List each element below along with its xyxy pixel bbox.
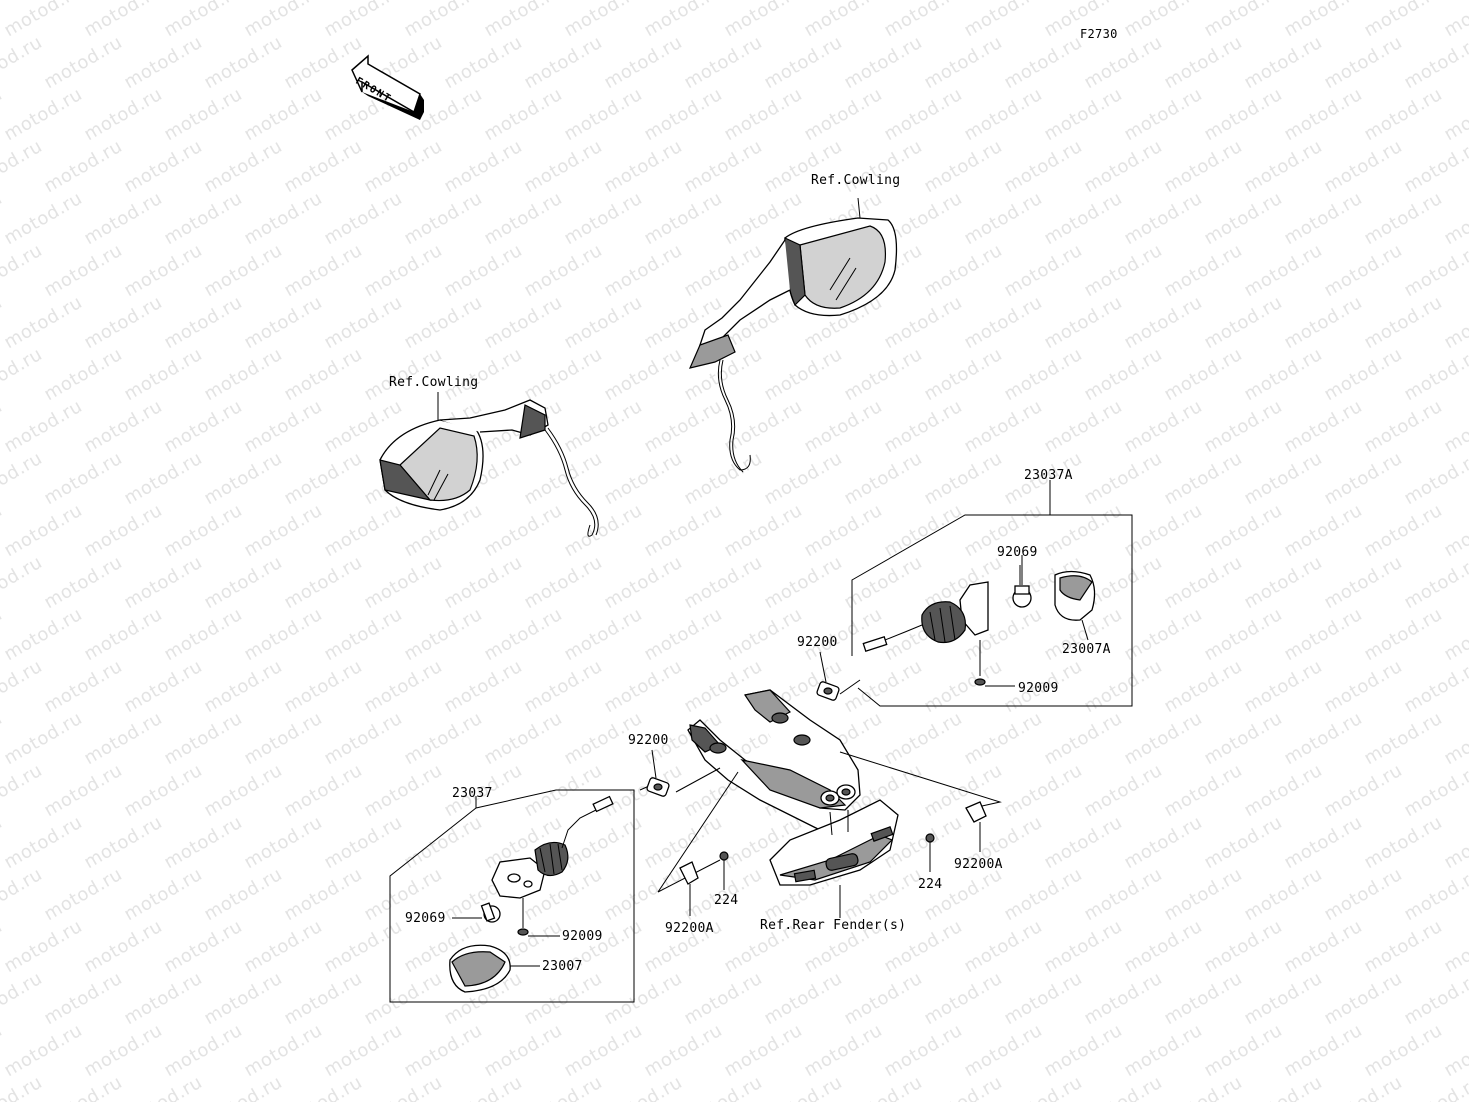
bolt-224-left (719, 851, 729, 890)
label-23037A: 23037A (1024, 468, 1073, 483)
label-92200-left: 92200 (628, 733, 669, 748)
label-ref-cowling-left: Ref.Cowling (389, 375, 479, 390)
clip-92200A-left (679, 861, 699, 916)
diagram-code: F2730 (1080, 27, 1118, 41)
label-23007: 23007 (542, 959, 583, 974)
clip-92200A-right (965, 801, 987, 852)
bulb-icon (1012, 565, 1032, 608)
label-92200A-right: 92200A (954, 857, 1003, 872)
label-23007A: 23007A (1062, 642, 1111, 657)
lens-23007 (449, 944, 540, 993)
label-224-left: 224 (714, 893, 739, 908)
label-224-right: 224 (918, 877, 943, 892)
label-ref-cowling-right: Ref.Cowling (811, 173, 901, 188)
rear-fender-bracket (687, 689, 899, 918)
screw-92009-top (974, 640, 1015, 687)
lens-23007A (1054, 570, 1096, 641)
label-23037: 23037 (452, 786, 493, 801)
label-92069-bottom: 92069 (405, 911, 446, 926)
label-92200-top: 92200 (797, 635, 838, 650)
label-92200A-left: 92200A (665, 921, 714, 936)
label-92069-top: 92069 (997, 545, 1038, 560)
leader-lines (639, 751, 1002, 893)
bulb-icon (452, 902, 501, 923)
grommet-92200-left (646, 749, 670, 797)
grommet-92200-top (816, 651, 861, 701)
group-box-23037 (389, 789, 635, 1003)
screw-92009-bottom (517, 898, 560, 937)
upper-turn-signal (862, 565, 1096, 687)
left-mirror (379, 392, 599, 537)
lower-turn-signal (449, 795, 614, 993)
label-ref-rear-fender: Ref.Rear Fender(s) (760, 918, 907, 933)
group-box-23037A (851, 480, 1133, 707)
label-92009-bottom: 92009 (562, 929, 603, 944)
label-92009-top: 92009 (1018, 681, 1059, 696)
front-arrow-icon (351, 54, 424, 120)
right-mirror (688, 197, 898, 473)
bolt-224-right (925, 833, 935, 872)
